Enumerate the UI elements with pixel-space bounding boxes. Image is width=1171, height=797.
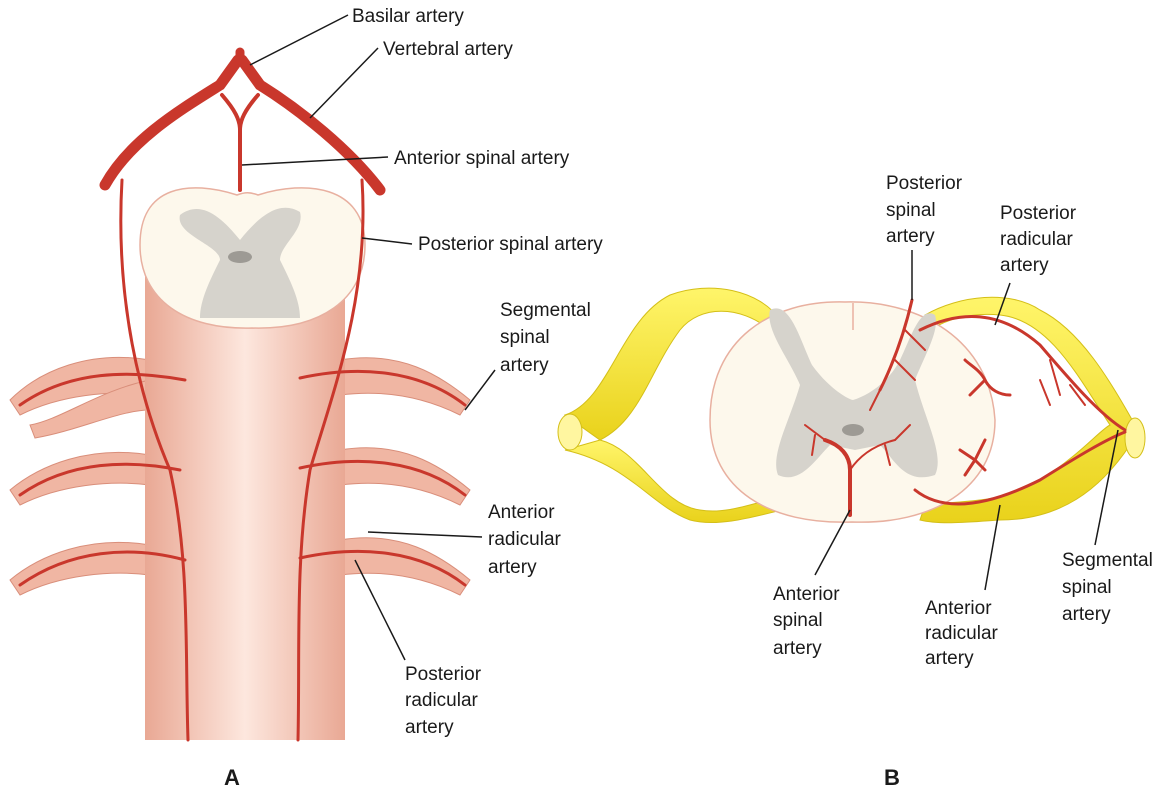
label-anterior-spinal-artery-a: Anterior spinal artery (394, 148, 570, 169)
svg-text:Segmental: Segmental (1062, 550, 1153, 571)
svg-text:Anterior: Anterior (925, 598, 992, 619)
svg-text:artery: artery (773, 638, 822, 659)
svg-text:artery: artery (488, 557, 537, 578)
svg-text:artery: artery (925, 648, 974, 669)
label-anterior-radicular-artery-b: Anterior radicular artery (925, 598, 999, 669)
svg-text:artery: artery (1062, 604, 1111, 625)
svg-text:artery: artery (886, 226, 935, 247)
grey-matter-b (769, 308, 938, 478)
svg-text:Posterior: Posterior (405, 664, 482, 685)
label-anterior-radicular-artery-a: Anterior radicular artery (488, 502, 562, 578)
label-posterior-spinal-artery-b: Posterior spinal artery (886, 173, 963, 247)
svg-text:spinal: spinal (773, 610, 823, 631)
central-canal-b (842, 424, 864, 436)
svg-text:Segmental: Segmental (500, 300, 591, 321)
svg-text:spinal: spinal (886, 200, 936, 221)
label-anterior-spinal-artery-b: Anterior spinal artery (773, 584, 840, 659)
panel-letter-a: A (224, 765, 240, 790)
label-posterior-radicular-artery-a: Posterior radicular artery (405, 664, 482, 738)
label-segmental-spinal-artery-b: Segmental spinal artery (1062, 550, 1153, 625)
label-posterior-radicular-artery-b: Posterior radicular artery (1000, 203, 1077, 276)
label-basilar-artery: Basilar artery (352, 6, 464, 27)
svg-text:Posterior: Posterior (886, 173, 963, 194)
svg-text:Anterior: Anterior (773, 584, 840, 605)
svg-text:artery: artery (405, 717, 454, 738)
arteries-b (804, 298, 1127, 517)
svg-text:spinal: spinal (1062, 577, 1112, 598)
label-segmental-spinal-artery-a: Segmental spinal artery (500, 300, 591, 376)
spinal-cord-a (145, 270, 345, 740)
svg-text:Anterior: Anterior (488, 502, 555, 523)
panel-b: Posterior spinal artery Posterior radicu… (557, 173, 1153, 790)
arteries-a (18, 47, 467, 742)
panel-a: Basilar artery Vertebral artery Anterior… (9, 6, 603, 790)
svg-text:radicular: radicular (925, 623, 999, 644)
svg-text:radicular: radicular (405, 690, 479, 711)
central-canal-a (228, 251, 252, 263)
panel-letter-b: B (884, 765, 900, 790)
svg-text:radicular: radicular (488, 529, 562, 550)
svg-text:radicular: radicular (1000, 229, 1074, 250)
label-posterior-spinal-artery-a: Posterior spinal artery (418, 234, 603, 255)
svg-text:artery: artery (500, 355, 549, 376)
svg-text:spinal: spinal (500, 327, 550, 348)
svg-text:Posterior: Posterior (1000, 203, 1077, 224)
label-vertebral-artery: Vertebral artery (383, 39, 513, 60)
spinal-nerves-b (557, 287, 1146, 524)
svg-text:artery: artery (1000, 255, 1049, 276)
